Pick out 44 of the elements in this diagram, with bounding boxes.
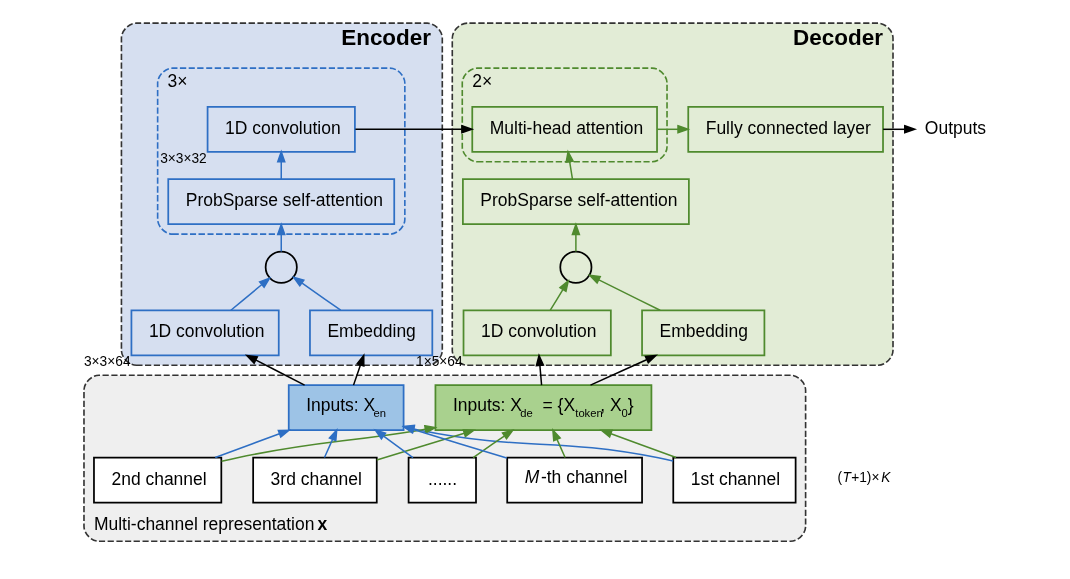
label: (T+1)×K bbox=[837, 470, 891, 486]
node-box: 1D convolution bbox=[130, 309, 280, 357]
arrow bbox=[535, 353, 545, 386]
node-box: 1D convolution bbox=[462, 309, 612, 357]
node-box: Fully connected layer bbox=[687, 105, 884, 153]
arrow bbox=[323, 428, 338, 459]
node-box: 1st channel bbox=[672, 456, 797, 504]
arrow bbox=[587, 274, 661, 311]
node-box: Inputs: X$_{de}$ = {X$_{token}$, X$_{0}$} bbox=[434, 384, 653, 432]
arrow bbox=[589, 354, 658, 386]
arrow bbox=[565, 149, 575, 180]
arrow bbox=[472, 428, 515, 459]
arrow bbox=[549, 279, 570, 311]
arrow bbox=[352, 353, 365, 386]
arrow bbox=[244, 354, 306, 386]
arrow bbox=[656, 124, 691, 134]
node-box: M-th channel bbox=[506, 456, 643, 504]
node-text: Outputs bbox=[924, 117, 987, 138]
node-circle bbox=[264, 250, 298, 284]
node-box: ...... bbox=[407, 456, 477, 504]
node-circle bbox=[559, 250, 593, 284]
node-box: 3rd channel bbox=[252, 456, 378, 504]
arrow bbox=[291, 275, 342, 311]
node-label: 3×3×32 bbox=[160, 150, 207, 166]
node-box: ProbSparse self-attention bbox=[167, 178, 396, 226]
arrow bbox=[571, 222, 581, 253]
arrow bbox=[354, 124, 475, 134]
arrow bbox=[230, 276, 272, 311]
arrow bbox=[551, 428, 566, 459]
arrow bbox=[376, 429, 477, 461]
node-label: 3×3×64 bbox=[83, 354, 131, 370]
arrow bbox=[276, 222, 286, 253]
arrow bbox=[373, 428, 414, 459]
node-box: 1D convolution bbox=[206, 105, 356, 153]
arrow bbox=[599, 429, 677, 459]
node-box: 2nd channel bbox=[93, 456, 223, 504]
node-box: Embedding bbox=[641, 309, 766, 357]
arrow bbox=[276, 149, 286, 180]
node-box: Embedding bbox=[309, 309, 434, 357]
node-box: Inputs: X$_{en}$ bbox=[287, 384, 405, 432]
node-box: ProbSparse self-attention bbox=[462, 178, 690, 226]
arrow bbox=[214, 429, 292, 459]
arrow bbox=[882, 124, 918, 134]
node-box: Multi-head attention bbox=[471, 105, 658, 153]
